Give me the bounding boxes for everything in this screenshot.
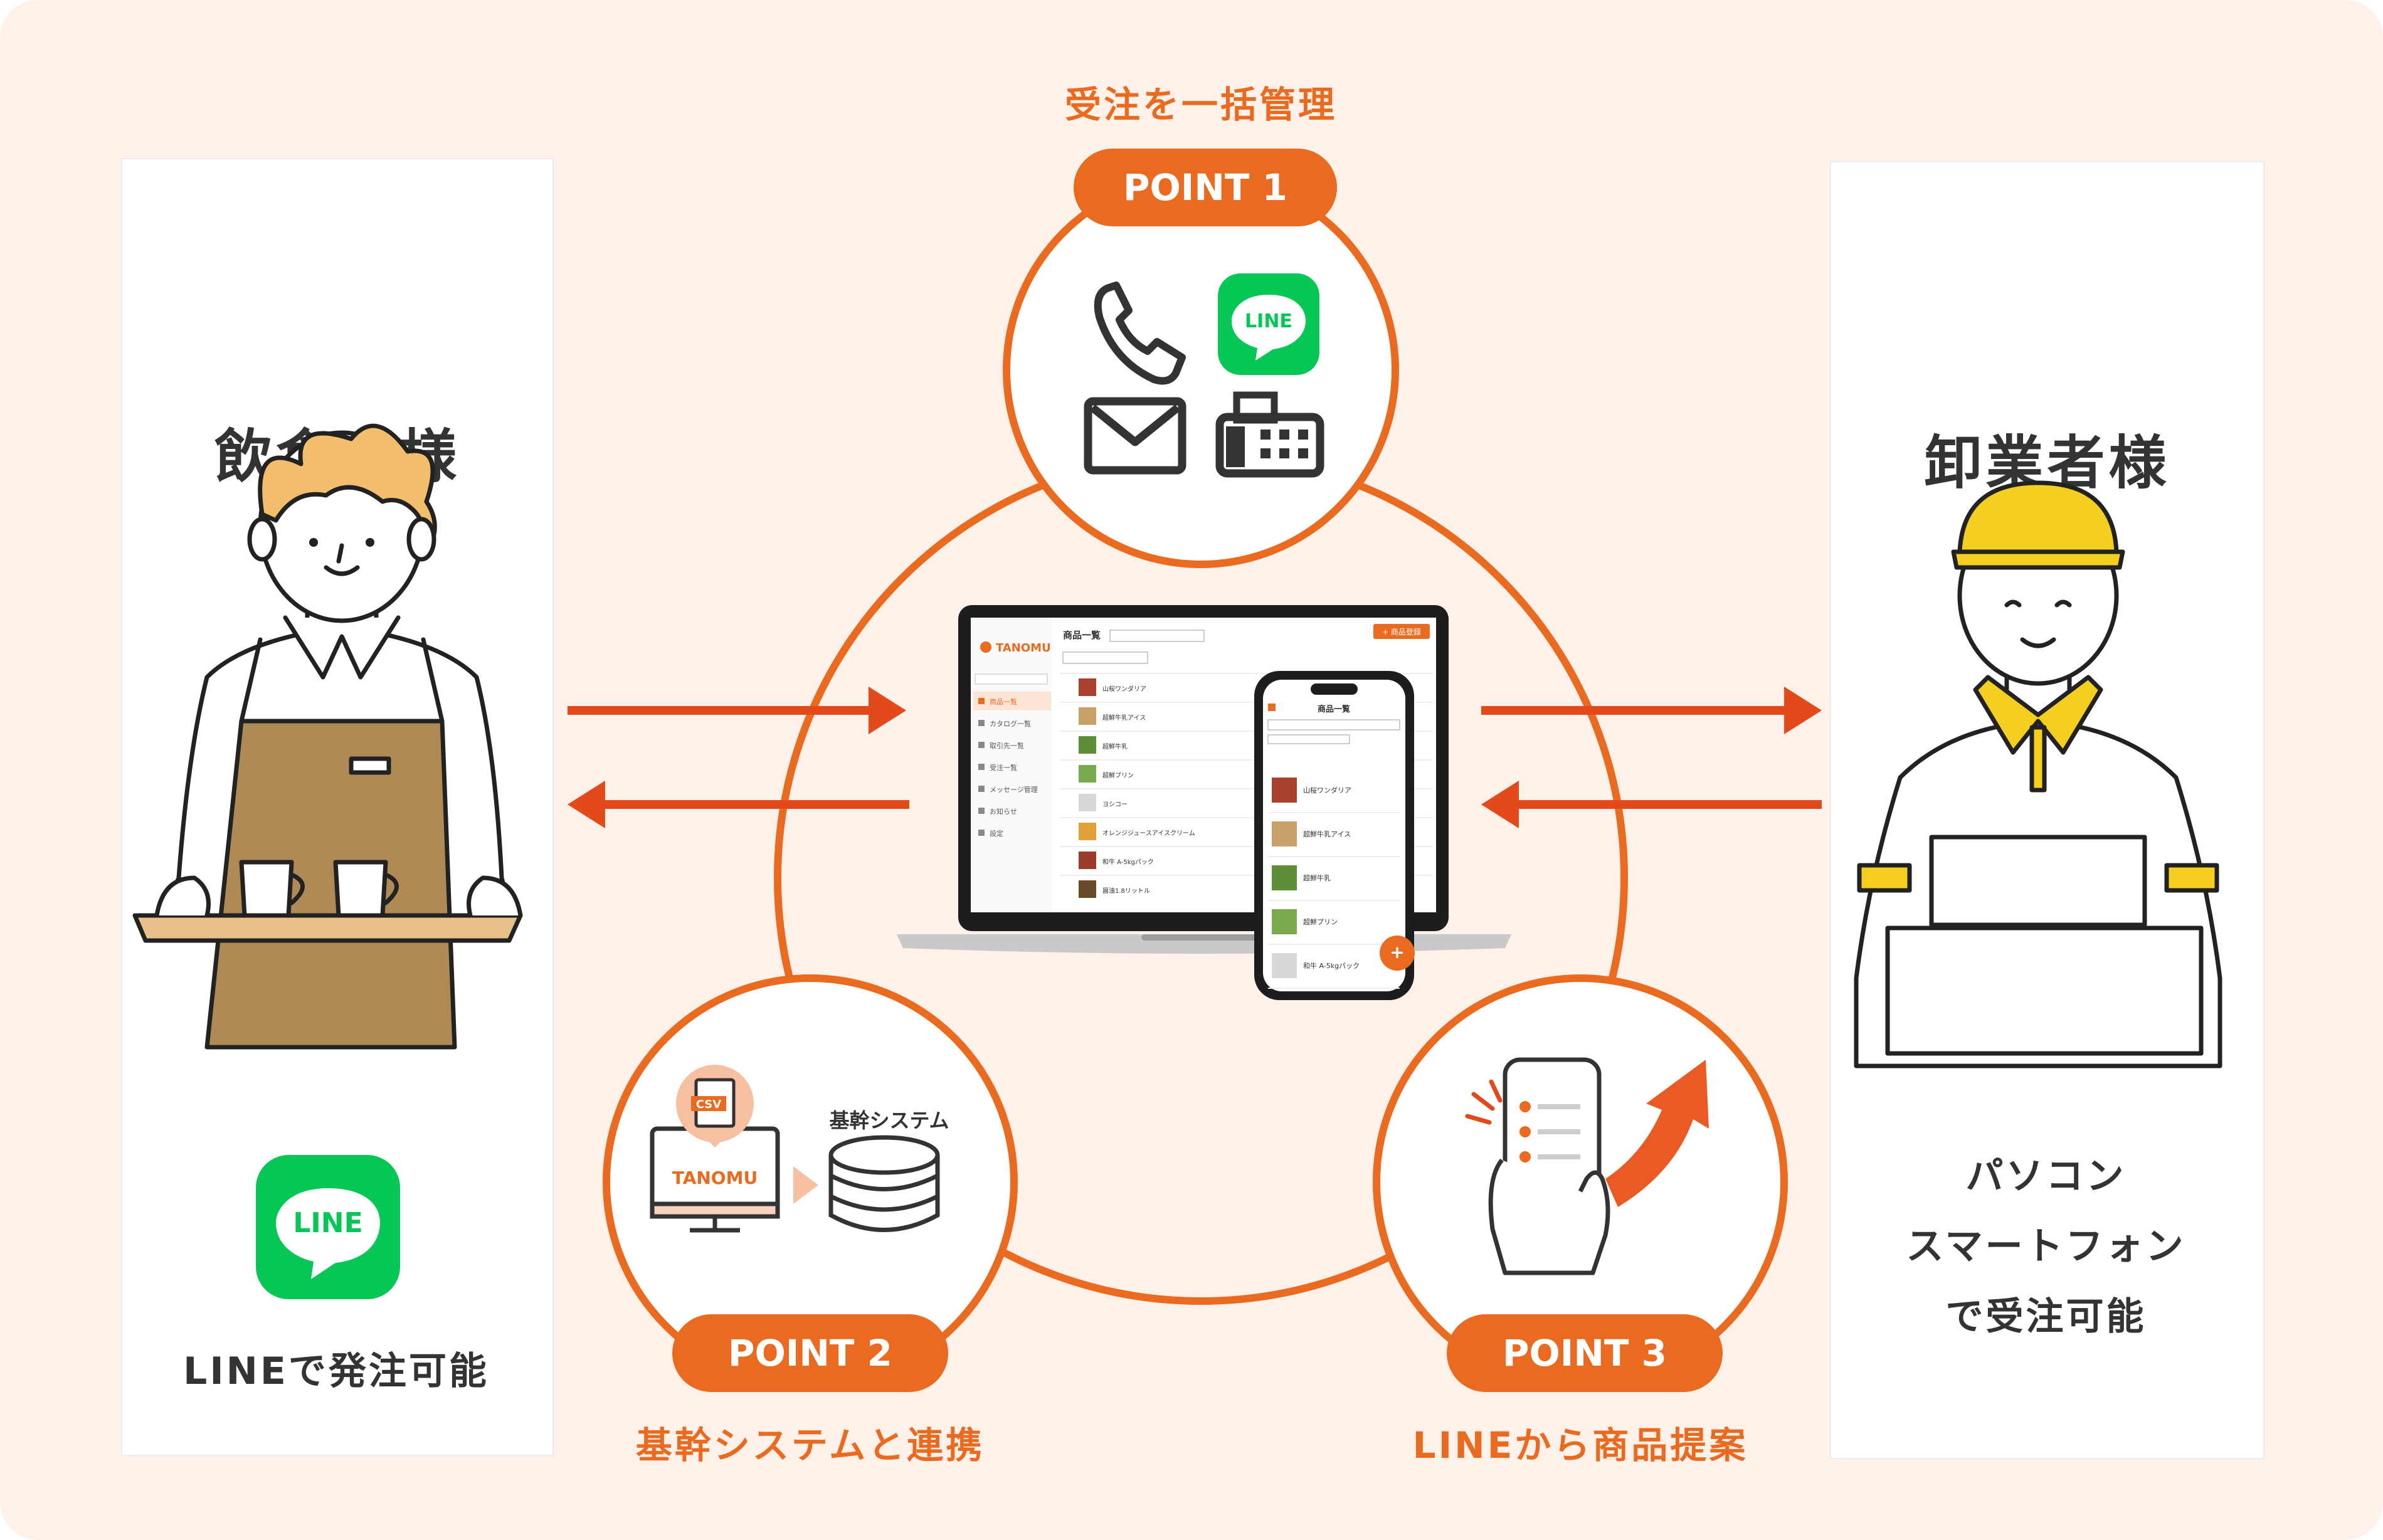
laptop-product-thumb: [1079, 765, 1096, 783]
laptop-menu-icon: [978, 808, 985, 814]
cap: [1957, 480, 2119, 554]
tray: [132, 913, 523, 943]
hair: [258, 423, 437, 542]
system-label: 基幹システム: [829, 1109, 949, 1132]
wholesaler-to-platform-arrow: [1481, 781, 1822, 828]
phone-product-thumb: [1272, 865, 1297, 890]
restaurant-to-platform-arrow: [568, 687, 906, 734]
laptop-menu-icon: [978, 742, 985, 748]
laptop-menu-item[interactable]: 取引先一覧: [990, 741, 1024, 750]
line-app-icon-text: LINE: [1245, 310, 1292, 332]
laptop-product-thumb: [1079, 880, 1096, 898]
laptop-product-name[interactable]: 超鮮牛乳アイス: [1102, 714, 1146, 722]
laptop-product-thumb: [1079, 736, 1096, 754]
point2-label: 基幹システムと連携: [635, 1424, 985, 1467]
laptop-product-name[interactable]: 和牛 A-5kgパック: [1102, 858, 1154, 866]
mail-icon: [1084, 397, 1186, 475]
laptop-product-name[interactable]: オレンジジュースアイスクリーム: [1102, 830, 1195, 837]
phone-product-name[interactable]: 超鮮牛乳: [1303, 873, 1331, 882]
point3-badge: POINT 3: [1447, 1314, 1723, 1392]
laptop-menu-item[interactable]: メッセージ管理: [990, 785, 1038, 794]
hand-icon: [1488, 1158, 1610, 1275]
propose-arrow-icon: [1605, 1060, 1709, 1207]
laptop-product-name[interactable]: 超鮮プリン: [1102, 771, 1134, 779]
line-app-icon: LINE: [1218, 273, 1319, 375]
laptop-menu-item[interactable]: 設定: [990, 829, 1003, 838]
laptop-product-thumb: [1079, 794, 1096, 811]
csv-tag: CSV: [696, 1098, 722, 1111]
restaurant-worker-illustration: [132, 423, 523, 1050]
fax-icon: [1215, 391, 1324, 478]
laptop-menu-icon: [978, 764, 985, 770]
laptop-menu-item[interactable]: お知らせ: [990, 807, 1017, 816]
database-icon: [828, 1135, 940, 1232]
laptop-product-thumb: [1079, 852, 1096, 869]
wholesaler-worker-illustration: [1854, 480, 2222, 1068]
point2-badge: POINT 2: [672, 1314, 948, 1392]
monitor-text: TANOMU: [672, 1168, 758, 1188]
phone-product-thumb: [1272, 821, 1297, 846]
box-top: [1929, 835, 2147, 927]
wholesaler-caption: パソコン スマートフォン で受注可能: [1830, 1141, 2262, 1352]
phone-product-thumb: [1272, 953, 1297, 978]
wholesaler-caption-line-2: スマートフォン: [1906, 1225, 2186, 1268]
platform-to-wholesaler-arrow: [1481, 687, 1822, 734]
phone-product-name[interactable]: 超鮮プリン: [1303, 917, 1338, 926]
phone-product-name[interactable]: 超鮮牛乳アイス: [1303, 830, 1351, 838]
laptop-add-button: + 商品登録: [1382, 627, 1421, 636]
laptop-product-thumb: [1079, 678, 1096, 696]
laptop-product-thumb: [1079, 707, 1096, 725]
wholesaler-caption-line-3: で受注可能: [1945, 1295, 2147, 1339]
laptop-menu-icon: [978, 786, 985, 792]
yellow-collar: [1973, 675, 2103, 755]
point3-label: LINEから商品提案: [1412, 1424, 1748, 1467]
phone-product-name[interactable]: 和牛 A-5kgパック: [1303, 961, 1360, 970]
laptop-product-thumb: [1079, 823, 1096, 840]
laptop-menu-icon: [978, 698, 985, 704]
csv-file-icon: CSV: [676, 1065, 754, 1147]
phone-product-thumb: [1272, 909, 1297, 934]
svg-text:+: +: [1390, 942, 1404, 962]
laptop-menu-icon: [978, 720, 985, 726]
box-bottom: [1885, 926, 2204, 1056]
laptop-menu-icon: [978, 830, 985, 836]
monitor-icon: TANOMU: [650, 1126, 780, 1233]
laptop-screen-title: 商品一覧: [1063, 630, 1101, 641]
point1-group: LINE: [1003, 172, 1399, 568]
point3-group: [1373, 974, 1788, 1390]
sync-arrow-icon: [793, 1166, 818, 1204]
phone-product-name[interactable]: 山桜ワンダリア: [1303, 786, 1351, 794]
point1-label: 受注を一括管理: [1064, 83, 1337, 126]
point1-badge: POINT 1: [1074, 149, 1337, 226]
laptop-product-name[interactable]: ヨシコー: [1102, 801, 1128, 808]
laptop-menu-item[interactable]: 受注一覧: [990, 763, 1017, 772]
platform-to-restaurant-arrow: [568, 781, 909, 828]
laptop-menu-item[interactable]: カタログ一覧: [990, 719, 1031, 728]
laptop-brand: TANOMU: [996, 641, 1051, 655]
emphasis-lines: [1465, 1079, 1503, 1125]
phone-screen-title: 商品一覧: [1318, 704, 1350, 714]
restaurant-caption-text: LINEで発注可能: [183, 1349, 489, 1393]
phone-icon: [1094, 282, 1186, 385]
phone-add-button[interactable]: [1380, 936, 1415, 971]
laptop-product-name[interactable]: 超鮮牛乳: [1102, 742, 1128, 751]
laptop-product-name[interactable]: 山桜ワンダリア: [1102, 685, 1146, 693]
laptop-product-name[interactable]: 醤油1.8リットル: [1102, 887, 1150, 895]
phone-product-thumb: [1272, 778, 1297, 803]
laptop-menu-item[interactable]: 商品一覧: [990, 697, 1017, 706]
restaurant-line-icon: LINE: [256, 1155, 400, 1299]
restaurant-line-icon-text: LINE: [293, 1207, 362, 1239]
wholesaler-caption-line-1: パソコン: [1965, 1154, 2127, 1198]
